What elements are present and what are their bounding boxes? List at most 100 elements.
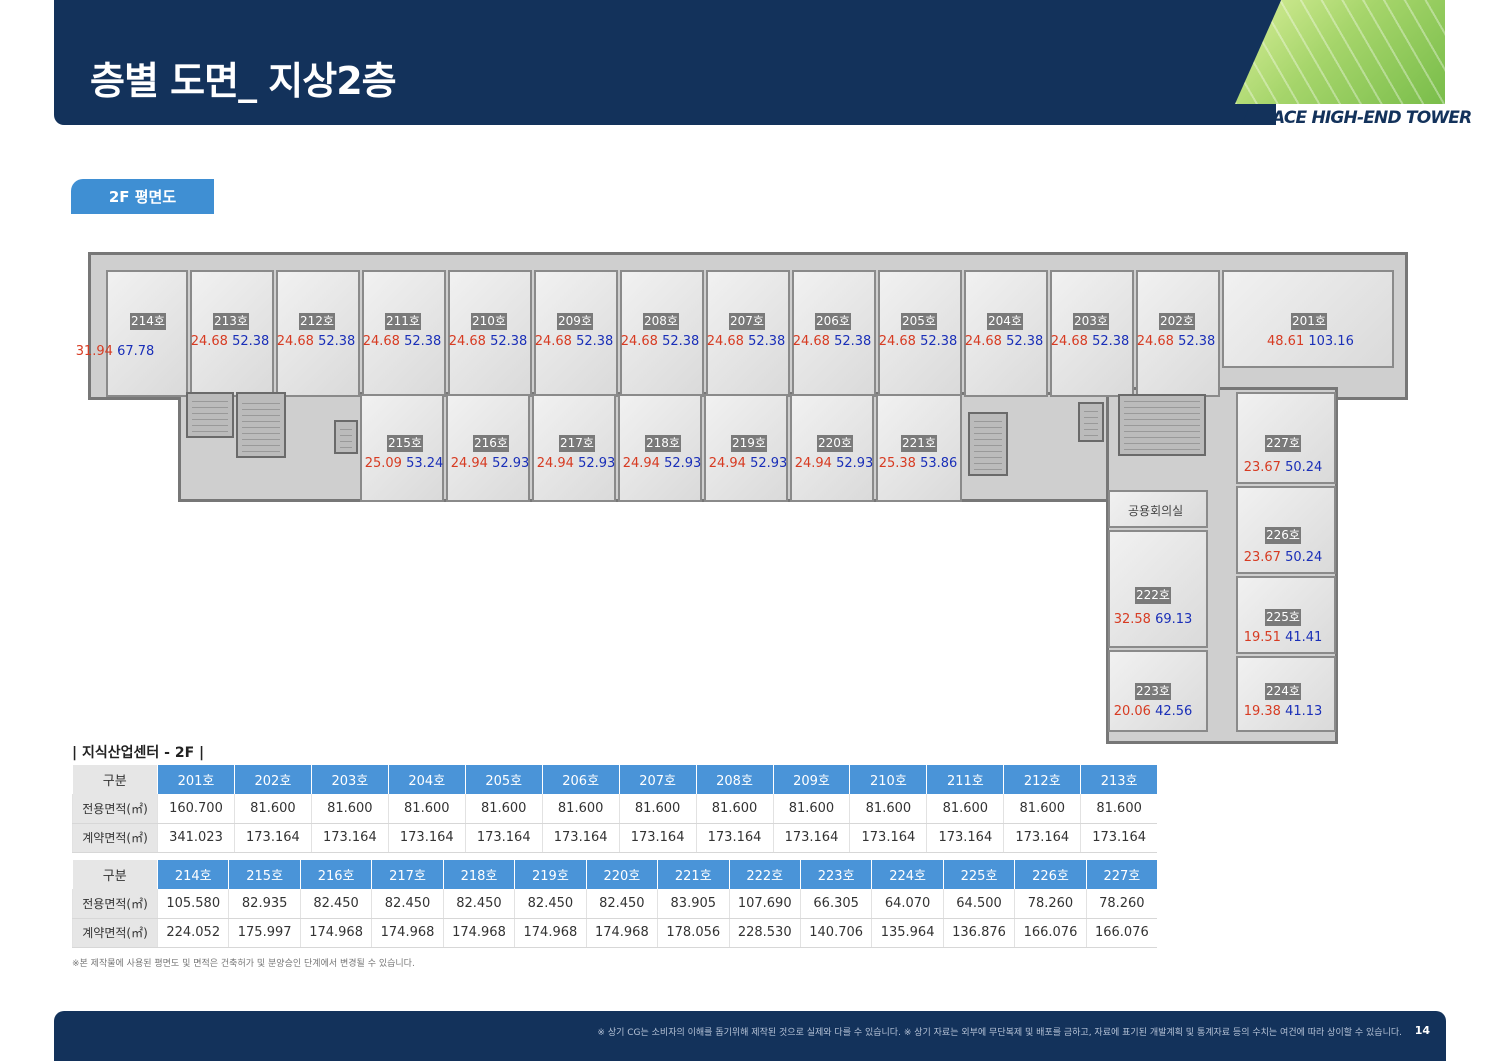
table-cell-contract: 173.164 [772, 823, 850, 853]
table-cell-contract: 175.997 [228, 918, 301, 948]
room-203[interactable] [1050, 270, 1134, 397]
room-area-label: 24.94 52.93 [620, 456, 704, 471]
contract-area: 52.38 [834, 334, 872, 349]
table-header-unit: 226호 [1014, 860, 1087, 889]
table-cell-contract: 173.164 [618, 823, 697, 853]
table-cell-exclusive: 81.600 [387, 794, 466, 824]
table-row-label: 계약면적(㎡) [72, 918, 158, 948]
table-header-unit: 215호 [228, 860, 301, 889]
table-header-unit: 221호 [657, 860, 729, 889]
table-cell-exclusive: 82.450 [514, 889, 587, 919]
exclusive-area: 24.94 [708, 456, 746, 471]
footer-bar: ※ 상기 CG는 소비자의 이해를 돕기위해 제작된 것으로 실제와 다를 수 … [54, 1011, 1446, 1061]
contract-area: 52.93 [836, 456, 874, 471]
table-cell-contract: 174.968 [442, 918, 515, 948]
exclusive-area: 24.94 [450, 456, 488, 471]
contract-area: 41.41 [1285, 630, 1323, 645]
room-214[interactable] [106, 270, 188, 397]
room-area-label: 32.58 69.13 [1111, 612, 1195, 627]
room-205[interactable] [878, 270, 962, 397]
room-area-label: 23.67 50.24 [1241, 550, 1325, 565]
exclusive-area: 24.68 [620, 334, 658, 349]
table-cell-contract: 173.164 [1080, 823, 1157, 853]
room-number-tag: 226호 [1265, 527, 1301, 544]
room-area-label: 24.94 52.93 [792, 456, 876, 471]
elevator-core-right [1078, 402, 1104, 442]
table-header-unit: 205호 [464, 765, 543, 794]
exclusive-area: 19.51 [1243, 630, 1281, 645]
room-number-tag: 220호 [817, 435, 853, 452]
table-cell-contract: 173.164 [926, 823, 1004, 853]
table-cell-exclusive: 82.450 [371, 889, 444, 919]
room-area-label: 24.68 52.38 [1134, 334, 1218, 349]
table-header-unit: 217호 [371, 860, 444, 889]
table-cell-exclusive: 81.600 [618, 794, 697, 824]
room-202[interactable] [1136, 270, 1220, 397]
table-cell-exclusive: 81.600 [772, 794, 850, 824]
exclusive-area: 23.67 [1243, 460, 1281, 475]
table-cell-exclusive: 78.260 [1085, 889, 1157, 919]
room-area-label: 24.68 52.38 [962, 334, 1046, 349]
room-meeting[interactable] [1108, 490, 1208, 528]
table-title: | 지식산업센터 - 2F | [72, 745, 205, 761]
contract-area: 67.78 [117, 344, 155, 359]
table-cell-exclusive: 81.600 [1080, 794, 1157, 824]
room-210[interactable] [448, 270, 532, 397]
room-211[interactable] [362, 270, 446, 397]
contract-area: 52.38 [1006, 334, 1044, 349]
contract-area: 52.38 [490, 334, 528, 349]
exclusive-area: 23.67 [1243, 550, 1281, 565]
room-212[interactable] [276, 270, 360, 397]
exclusive-area: 24.68 [276, 334, 314, 349]
room-209[interactable] [534, 270, 618, 397]
brand-logo: ACE HIGH-END TOWER [1272, 108, 1472, 128]
room-number-tag: 202호 [1159, 313, 1195, 330]
room-area-label: 19.51 41.41 [1241, 630, 1325, 645]
contract-area: 52.38 [920, 334, 958, 349]
exclusive-area: 19.38 [1243, 704, 1281, 719]
table-cell-exclusive: 81.600 [1003, 794, 1081, 824]
exclusive-area: 32.58 [1113, 612, 1151, 627]
table-cell-contract: 228.530 [728, 918, 801, 948]
exclusive-area: 20.06 [1113, 704, 1151, 719]
exclusive-area: 24.68 [190, 334, 228, 349]
exclusive-area: 24.94 [536, 456, 574, 471]
table-cell-contract: 174.968 [585, 918, 658, 948]
room-number-tag: 212호 [299, 313, 335, 330]
table-header-unit: 227호 [1085, 860, 1157, 889]
room-206[interactable] [792, 270, 876, 397]
contract-area: 52.38 [576, 334, 614, 349]
contract-area: 52.38 [318, 334, 356, 349]
room-number-tag: 214호 [130, 313, 166, 330]
table-cell-contract: 173.164 [541, 823, 620, 853]
room-number-tag: 213호 [213, 313, 249, 330]
room-number-tag: 207호 [729, 313, 765, 330]
table-header-unit: 206호 [541, 765, 620, 794]
exclusive-area: 24.94 [622, 456, 660, 471]
exclusive-area: 24.68 [878, 334, 916, 349]
restroom-right [1118, 394, 1206, 456]
room-number-tag: 208호 [643, 313, 679, 330]
table-cell-contract: 173.164 [464, 823, 543, 853]
contract-area: 42.56 [1155, 704, 1193, 719]
room-204[interactable] [964, 270, 1048, 397]
table-header-unit: 208호 [695, 765, 773, 794]
table-cell-contract: 174.968 [514, 918, 587, 948]
room-number-tag: 224호 [1265, 683, 1301, 700]
room-number-tag: 203호 [1073, 313, 1109, 330]
room-224[interactable] [1236, 656, 1336, 732]
contract-area: 52.93 [664, 456, 702, 471]
exclusive-area: 24.68 [792, 334, 830, 349]
table-cell-exclusive: 64.070 [871, 889, 944, 919]
table-cell-exclusive: 81.600 [541, 794, 620, 824]
table-cell-exclusive: 82.935 [228, 889, 301, 919]
page-title: 층별 도면_ 지상2층 [90, 59, 397, 103]
room-number-tag: 219호 [731, 435, 767, 452]
floor-plan-badge: 2F 평면도 [71, 179, 214, 214]
contract-area: 52.38 [232, 334, 270, 349]
room-207[interactable] [706, 270, 790, 397]
room-number-tag: 222호 [1135, 587, 1171, 604]
table-cell-contract: 178.056 [657, 918, 729, 948]
table-cell-exclusive: 81.600 [926, 794, 1004, 824]
